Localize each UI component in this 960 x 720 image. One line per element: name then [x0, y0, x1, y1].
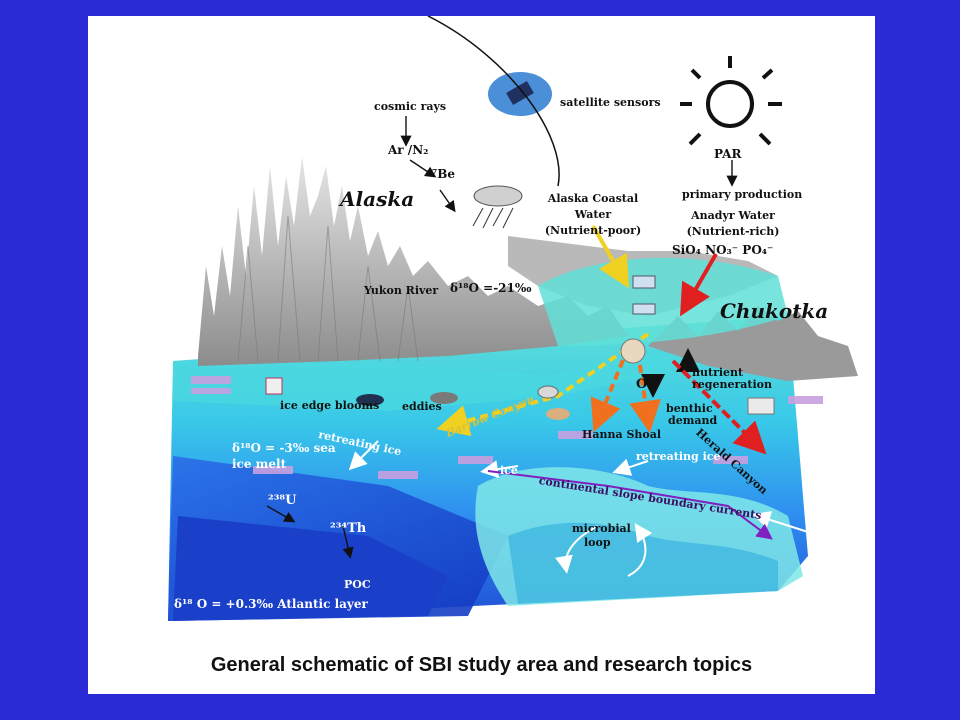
satellite-icon — [488, 72, 552, 116]
figure-caption: General schematic of SBI study area and … — [210, 654, 753, 676]
label-ice-edge-blooms: ice edge blooms — [280, 399, 380, 412]
satellite-orbit — [427, 16, 560, 187]
label-primary-production: primary production — [682, 188, 803, 201]
chukotka-terrain — [648, 306, 858, 381]
label-ice: ice — [500, 464, 518, 477]
label-eddies: eddies — [402, 400, 442, 413]
label-o2: O₂ — [636, 377, 654, 392]
label-benthic-demand-2: demand — [668, 414, 718, 427]
current-arrows — [436, 225, 773, 540]
organism-icons — [265, 275, 775, 420]
label-anadyr-water: Anadyr Water — [691, 209, 775, 222]
label-par: PAR — [714, 147, 742, 161]
region-chukotka: Chukotka — [720, 299, 829, 323]
rain-cloud-icon — [472, 185, 523, 229]
label-sea-ice-melt: δ¹⁸O = -3‰ sea — [232, 441, 336, 455]
label-nutrients: SiO₄ NO₃⁻ PO₄⁻ — [672, 243, 774, 257]
label-sea-ice-melt-2: ice melt — [232, 457, 287, 471]
label-satellite-sensors: satellite sensors — [560, 96, 661, 109]
label-ar-n2: Ar /N₂ — [388, 143, 429, 157]
label-retreating-ice-right: retreating ice — [636, 450, 721, 463]
label-microbial-loop: microbial — [572, 522, 631, 535]
label-th234: ²³⁴Th — [330, 521, 367, 536]
label-cosmic-rays: cosmic rays — [374, 100, 447, 113]
black-arrows — [266, 116, 738, 559]
label-alaska-coastal-water-2: Water — [574, 208, 612, 221]
region-alaska: Alaska — [340, 187, 415, 211]
label-hanna-shoal: Hanna Shoal — [582, 428, 662, 441]
label-poc: POC — [344, 578, 371, 591]
label-alaska-coastal-water-3: (Nutrient-poor) — [544, 224, 642, 237]
label-be7: ⁷Be — [432, 167, 456, 181]
label-nutrient-regeneration-2: regeneration — [692, 378, 772, 391]
label-benthic-demand: benthic — [666, 402, 713, 415]
label-u238: ²³⁸U — [268, 493, 297, 508]
label-alaska-coastal-water: Alaska Coastal — [547, 192, 639, 205]
ice-floes — [191, 376, 823, 479]
sun-icon — [680, 56, 782, 146]
label-yukon-river: Yukon River — [364, 284, 439, 297]
label-atlantic-layer: δ¹⁸ O = +0.3‰ Atlantic layer — [174, 597, 368, 611]
label-nutrient-regeneration: nutrient — [692, 366, 744, 379]
figure-panel: Alaska Chukotka cosmic rays Ar /N₂ ⁷Be s… — [88, 16, 875, 694]
arctic-schematic — [168, 16, 858, 621]
vertical-flux-arrows — [641, 348, 700, 398]
label-anadyr-water-2: (Nutrient-rich) — [686, 225, 780, 238]
label-microbial-loop-2: loop — [584, 536, 611, 549]
label-yukon-d18o: δ¹⁸O =-21‰ — [450, 281, 532, 295]
white-arrows — [348, 440, 809, 577]
